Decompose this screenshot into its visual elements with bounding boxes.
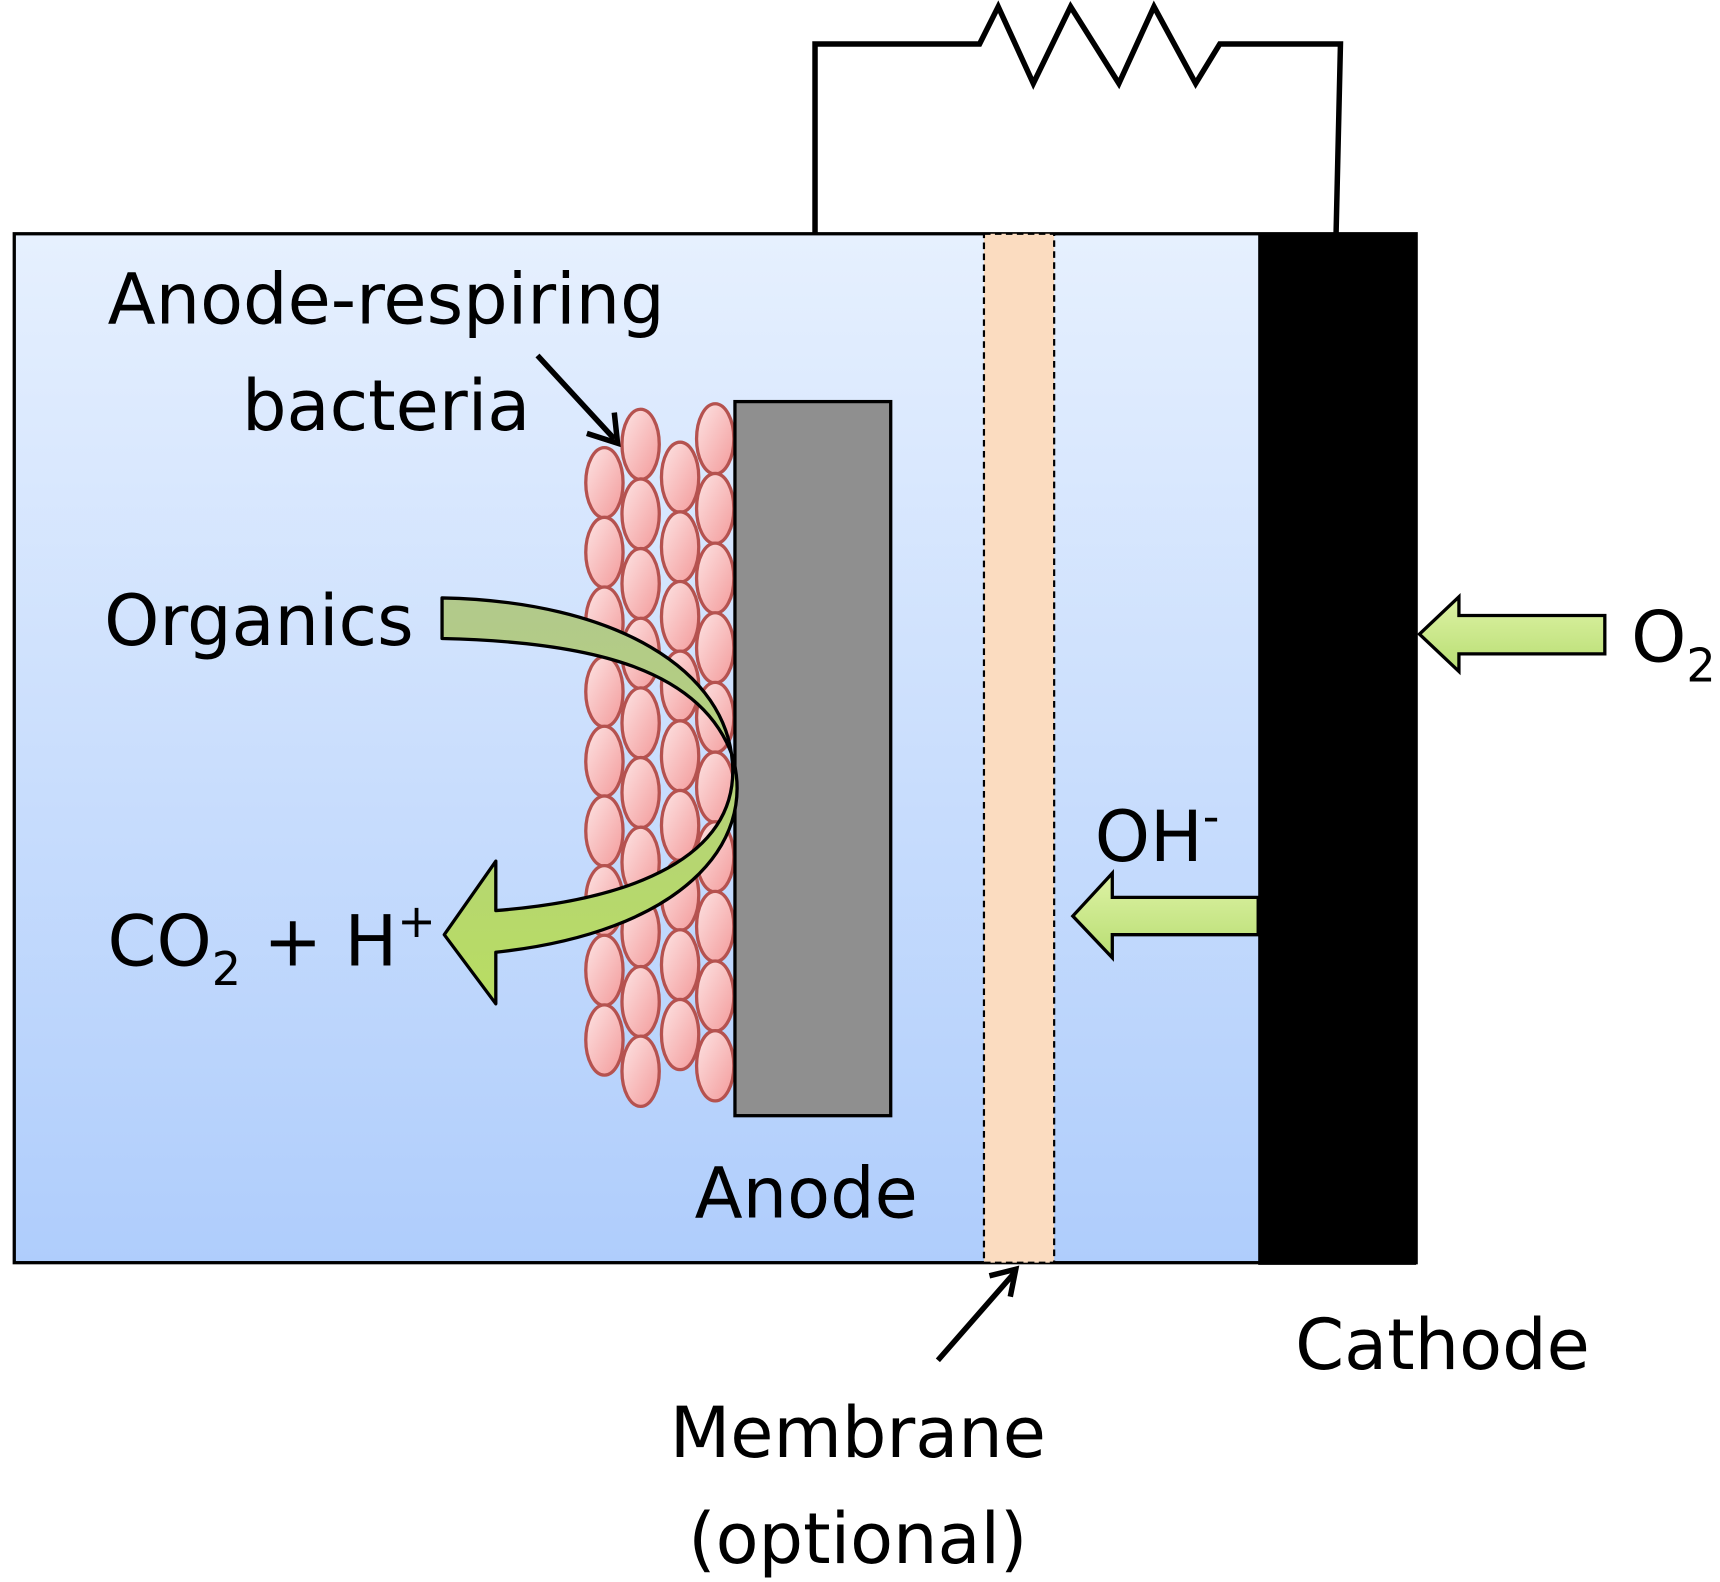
- bacterium-cell: [694, 889, 736, 964]
- membrane-pointer-arrow: [935, 1265, 1020, 1363]
- bacterium-cell: [620, 1034, 661, 1109]
- bacterium-cell: [584, 794, 625, 868]
- bacterium-cell: [620, 755, 661, 830]
- membrane-label-line1: Membrane: [670, 1392, 1046, 1474]
- membrane: [982, 232, 1056, 1264]
- bacterium-cell: [659, 997, 701, 1072]
- bacterium-cell: [694, 611, 736, 685]
- bacterium-cell: [659, 719, 701, 793]
- bacteria-label-line1: Anode-respiring: [108, 259, 665, 341]
- bacterium-cell: [659, 928, 701, 1002]
- bacterium-cell: [584, 654, 625, 729]
- bacterium-cell: [584, 933, 625, 1008]
- anode-label: Anode: [695, 1153, 918, 1235]
- co2-label: CO2 + H+: [108, 894, 436, 996]
- bacterium-cell: [584, 515, 625, 590]
- organics-label: Organics: [104, 580, 414, 662]
- o2-label: O2: [1631, 597, 1716, 693]
- bacterium-cell: [620, 407, 661, 482]
- bacterium-cell: [659, 579, 701, 654]
- oh-arrow: [1070, 869, 1260, 962]
- bacteria-label-line2: bacteria: [242, 365, 530, 447]
- bacterium-cell: [620, 686, 661, 760]
- cathode-label: Cathode: [1295, 1304, 1590, 1386]
- bacterium-cell: [694, 471, 736, 546]
- bacterium-cell: [659, 440, 701, 515]
- o2-arrow: [1417, 593, 1607, 676]
- bacterium-cell: [694, 541, 736, 615]
- bacteria-pointer-arrow: [535, 353, 621, 448]
- cathode-electrode: [1258, 233, 1417, 1265]
- bacterium-cell: [659, 510, 701, 584]
- anode-electrode: [733, 399, 893, 1118]
- bacterium-cell: [620, 477, 661, 551]
- circuit-wire: [812, 0, 1344, 403]
- oh-label: OH-: [1095, 790, 1220, 879]
- bacterium-cell: [584, 446, 625, 520]
- bacterium-cell: [694, 402, 736, 476]
- bacterium-cell: [584, 724, 625, 799]
- membrane-label-line2: (optional): [688, 1498, 1027, 1580]
- bacterium-cell: [620, 964, 661, 1039]
- organics-to-co2-arrow: [440, 596, 739, 1006]
- bacterium-cell: [694, 1029, 736, 1103]
- bacterium-cell: [694, 959, 736, 1033]
- bacterium-cell: [584, 1003, 625, 1077]
- bacterium-cell: [620, 546, 661, 621]
